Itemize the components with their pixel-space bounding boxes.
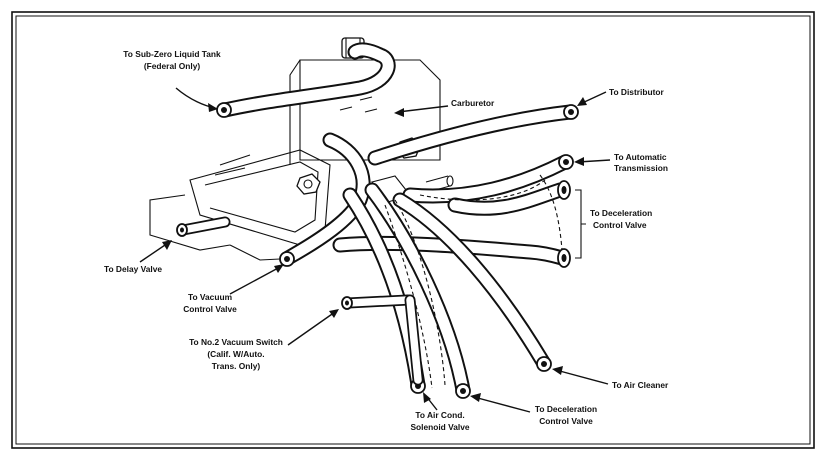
label-vacuum-control-line1: To Vacuum [188,292,232,302]
label-air-cond-line1: To Air Cond. [415,410,464,420]
label-no2-vacuum-switch-line1: To No.2 Vacuum Switch [189,337,283,347]
label-no2-vacuum-switch-line2: (Calif. W/Auto. [207,349,264,359]
vertical-tube [404,294,424,386]
label-automatic-transmission-line2: Transmission [614,163,668,173]
hoses [176,42,579,399]
label-sub-zero-tank-line1: To Sub-Zero Liquid Tank [123,49,221,59]
hose-air-cleaner [392,192,552,372]
label-distributor: To Distributor [609,87,664,97]
label-sub-zero-tank-line2: (Federal Only) [144,61,201,71]
label-deceleration-right-line1: To Deceleration [590,208,652,218]
label-air-cleaner: To Air Cleaner [612,380,669,390]
hose-distributor [367,104,579,166]
label-carburetor: Carburetor [451,98,495,108]
hose-deceleration-lower [332,235,571,268]
label-automatic-transmission-line1: To Automatic [614,152,667,162]
inner-frame [15,15,811,445]
label-deceleration-right-line2: Control Valve [593,220,647,230]
outer-frame [11,11,815,449]
no2-vacuum-switch-stub [341,294,414,310]
labels: To Sub-Zero Liquid Tank (Federal Only) C… [104,49,669,432]
label-no2-vacuum-switch-line3: Trans. Only) [212,361,261,371]
deceleration-bracket [575,189,586,259]
hose-sub-zero-tank [216,42,396,118]
leader-lines [139,87,611,413]
label-air-cond-line2: Solenoid Valve [410,422,469,432]
label-deceleration-bottom-line2: Control Valve [539,416,593,426]
hose-automatic-transmission [402,154,574,204]
delay-valve-stub [176,216,231,237]
hose-deceleration-bottom [364,182,471,399]
label-vacuum-control-line2: Control Valve [183,304,237,314]
label-deceleration-bottom-line1: To Deceleration [535,404,597,414]
label-delay-valve: To Delay Valve [104,264,162,274]
